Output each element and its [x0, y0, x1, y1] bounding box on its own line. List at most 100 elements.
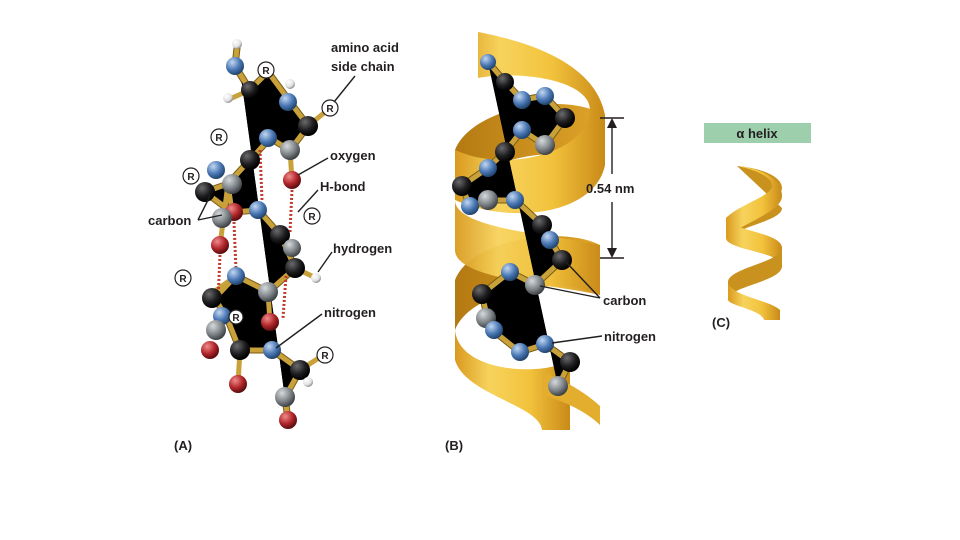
arrow-down-icon — [607, 248, 617, 258]
oxygen-atom — [211, 236, 229, 254]
header-alpha-helix: α helix — [736, 126, 778, 141]
leader-nitrogen-b — [551, 335, 603, 344]
side-chain-marker: R — [303, 207, 321, 225]
mini-ribbon-front — [728, 282, 780, 320]
carbon-atom — [496, 73, 514, 91]
hydrogen-atom — [232, 39, 242, 49]
carbon-atom — [298, 116, 318, 136]
carbon-atom — [222, 174, 242, 194]
oxygen-atom — [201, 341, 219, 359]
nitrogen-atom — [485, 321, 503, 339]
panel-a-side-chains: R R R R R R R R — [174, 61, 339, 364]
label-side-chain-line1: amino acid — [331, 40, 399, 55]
hbond-line — [258, 149, 264, 201]
side-chain-marker: R — [321, 99, 339, 117]
carbon-atom — [290, 360, 310, 380]
mini-ribbon-front — [726, 166, 782, 238]
svg-text:R: R — [308, 212, 316, 223]
leader-carbon-b-1 — [565, 261, 601, 299]
nitrogen-atom — [541, 231, 559, 249]
hydrogen-atom — [285, 79, 295, 89]
carbon-atom — [206, 320, 226, 340]
carbon-atom — [212, 208, 232, 228]
pitch-measurement: 0.54 nm — [586, 117, 634, 259]
label-nitrogen-b: nitrogen — [604, 329, 656, 344]
nitrogen-atom — [501, 263, 519, 281]
oxygen-atom — [279, 411, 297, 429]
panel-label-a: (A) — [174, 438, 192, 453]
ribbon-front-segment — [455, 200, 600, 295]
carbon-atom — [195, 182, 215, 202]
side-chain-marker: R — [257, 61, 275, 79]
carbon-atom — [230, 340, 250, 360]
panel-label-b: (B) — [445, 438, 463, 453]
nitrogen-atom — [513, 121, 531, 139]
carbon-atom — [270, 225, 290, 245]
hydrogen-atom — [223, 93, 233, 103]
carbon-atom — [548, 376, 568, 396]
leader-hbond — [297, 189, 319, 213]
nitrogen-atom — [513, 91, 531, 109]
carbon-atom — [525, 275, 545, 295]
label-hbond: H-bond — [320, 179, 366, 194]
panel-label-c: (C) — [712, 315, 730, 330]
nitrogen-atom — [207, 161, 225, 179]
side-chain-marker: R — [174, 269, 192, 287]
hbond-line — [288, 189, 294, 233]
panel-c-ribbon: α helix (C) — [704, 123, 811, 330]
carbon-atom — [241, 81, 259, 99]
nitrogen-atom — [226, 57, 244, 75]
carbon-atom — [552, 250, 572, 270]
hydrogen-atom — [311, 273, 321, 283]
svg-text:R: R — [262, 66, 270, 77]
label-carbon-b: carbon — [603, 293, 646, 308]
panel-b-atoms — [452, 54, 580, 396]
oxygen-atom — [261, 313, 279, 331]
nitrogen-atom — [480, 54, 496, 70]
carbon-atom — [560, 352, 580, 372]
label-nitrogen-a: nitrogen — [324, 305, 376, 320]
ribbon-front-segment — [455, 330, 570, 430]
carbon-atom — [555, 108, 575, 128]
nitrogen-atom — [511, 343, 529, 361]
carbon-atom — [472, 284, 492, 304]
side-chain-marker: R — [316, 346, 334, 364]
carbon-atom — [258, 282, 278, 302]
ribbon-back-segment — [455, 103, 605, 200]
svg-text:R: R — [215, 133, 223, 144]
carbon-atom — [478, 190, 498, 210]
carbon-atom — [280, 140, 300, 160]
svg-text:R: R — [326, 104, 334, 115]
label-oxygen: oxygen — [330, 148, 376, 163]
mini-ribbon-back — [728, 248, 782, 300]
carbon-atom — [202, 288, 222, 308]
hydrogen-atom — [303, 377, 313, 387]
nitrogen-atom — [259, 129, 277, 147]
carbon-atom — [240, 150, 260, 170]
leader-carbon-b-2 — [539, 285, 601, 299]
panel-a-ball-and-stick: R R R R R R R R amino acid side chain ox… — [148, 39, 399, 453]
nitrogen-atom — [506, 191, 524, 209]
oxygen-atom — [229, 375, 247, 393]
carbon-atom — [275, 387, 295, 407]
leader-carbon-1 — [197, 195, 211, 221]
svg-text:R: R — [187, 172, 195, 183]
oxygen-atom — [283, 171, 301, 189]
panel-a-leaders — [197, 75, 356, 349]
arrow-up-icon — [607, 118, 617, 128]
side-chain-marker: R — [210, 128, 228, 146]
nitrogen-atom — [263, 341, 281, 359]
hbond-line — [232, 221, 238, 271]
leader-nitrogen — [275, 313, 323, 349]
side-chain-marker: R — [228, 309, 244, 325]
hbond-line — [281, 275, 288, 319]
mini-ribbon-front — [726, 218, 782, 266]
leader-hydrogen — [317, 251, 333, 273]
label-side-chain-line2: side chain — [331, 59, 395, 74]
label-hydrogen: hydrogen — [333, 241, 392, 256]
carbon-atom — [535, 135, 555, 155]
panel-b-ribbon: 0.54 nm carbon nitrogen (B) — [445, 32, 656, 453]
carbon-atom — [285, 258, 305, 278]
nitrogen-atom — [249, 201, 267, 219]
